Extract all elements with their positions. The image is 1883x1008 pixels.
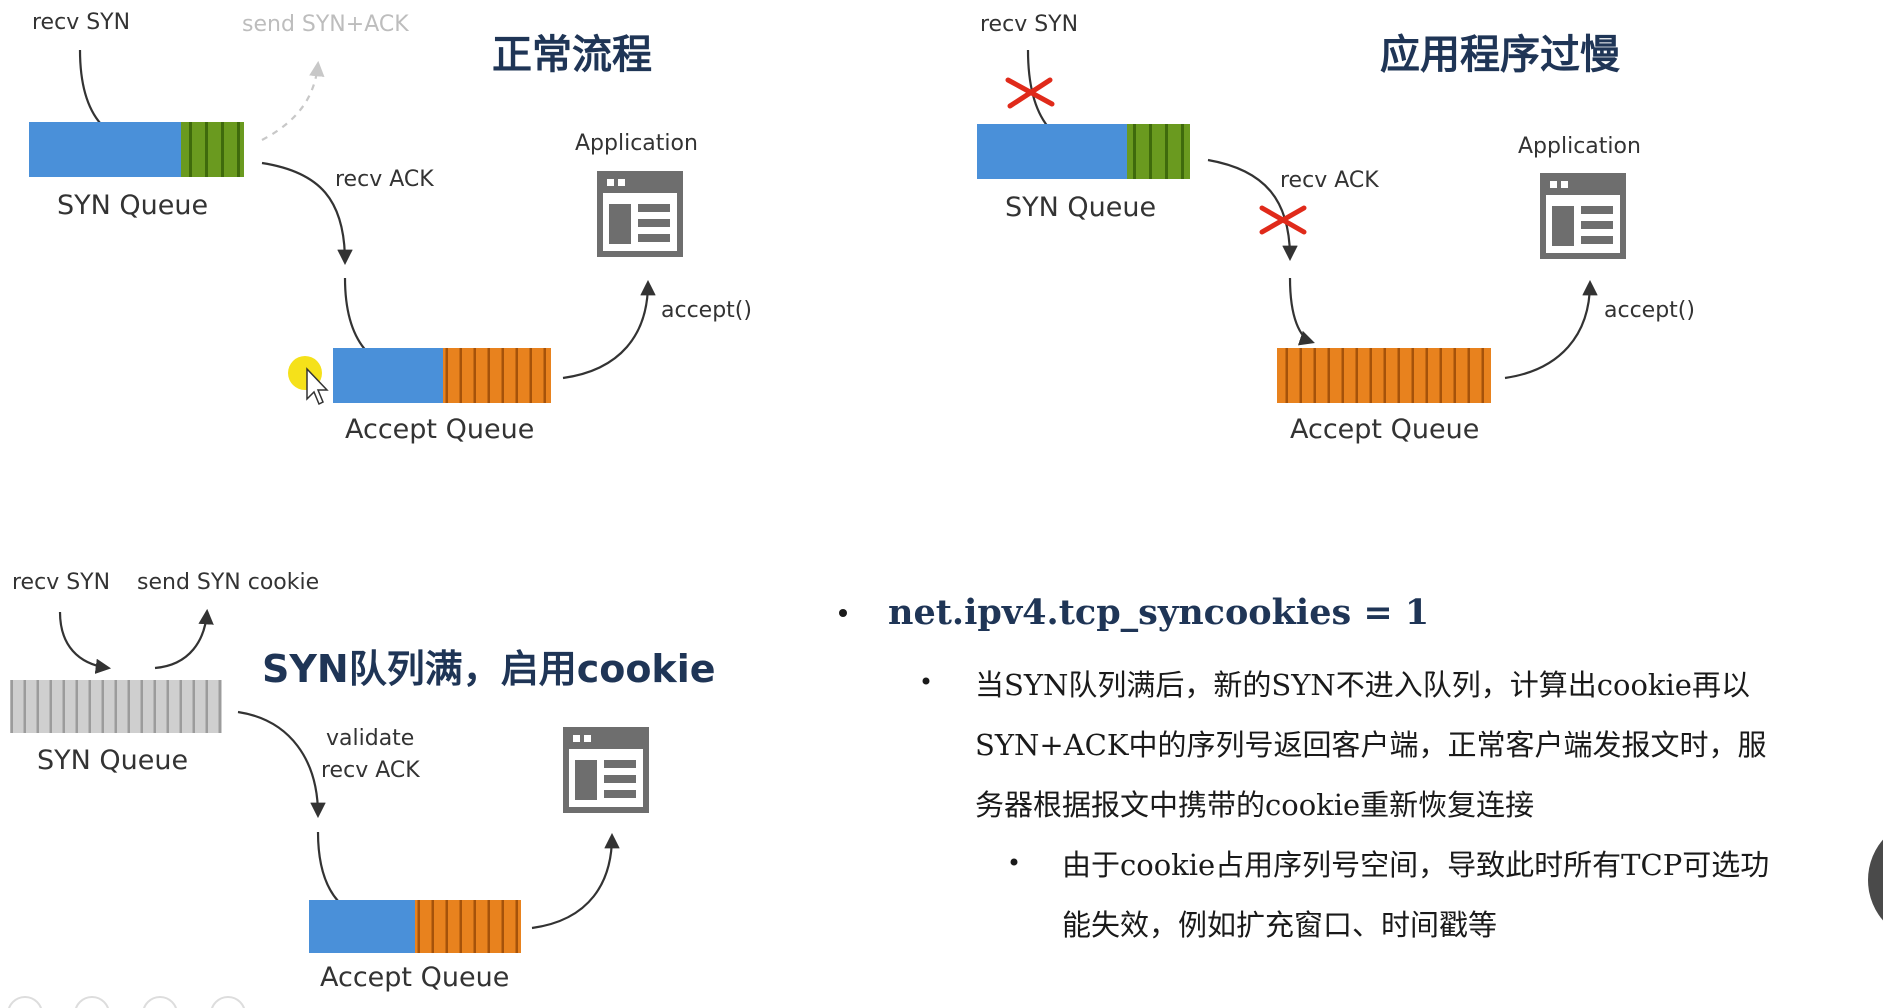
accept-queue-bar [333,348,551,403]
cross-mark-icon [1005,77,1055,109]
syn-queue-bar-full [10,680,222,733]
cross-mark-icon [1259,205,1307,235]
send-synack-label: send SYN+ACK [242,12,409,37]
syn-queue-bar [977,124,1190,179]
bullet-dot [839,609,847,617]
panel-title: SYN队列满，启用cookie [262,647,716,691]
accept-queue-bar [309,900,521,953]
mouse-cursor-icon [288,356,329,406]
slide-nav-dots[interactable] [8,996,245,1008]
application-label: Application [1518,134,1641,159]
recv-ack-label: recv ACK [321,758,420,783]
detail-line: 当SYN队列满后，新的SYN不进入队列，计算出cookie再以 [975,668,1750,702]
accept-queue-label: Accept Queue [1290,414,1480,445]
recv-syn-label: recv SYN [32,10,131,35]
syn-queue-bar [29,122,244,177]
panel-syn-cookie [10,608,649,953]
application-window-icon [563,727,649,813]
bullet-dot [1010,858,1018,866]
application-window-icon [1540,173,1626,259]
accept-queue-label: Accept Queue [320,962,510,993]
panel-title: 正常流程 [492,32,652,78]
validate-label: validate [326,726,415,751]
accept-queue-label: Accept Queue [345,414,535,445]
recv-ack-label: recv ACK [335,167,434,192]
application-label: Application [575,131,698,156]
panel-slow-application [977,49,1626,403]
bullet-dot [922,677,930,685]
sub-detail-line: 由于cookie占用序列号空间，导致此时所有TCP可选功 [1062,848,1770,882]
recv-syn-label: recv SYN [12,570,111,595]
syn-queue-label: SYN Queue [37,745,189,776]
syncookies-setting: net.ipv4.tcp_syncookies = 1 [888,592,1430,633]
detail-line: SYN+ACK中的序列号返回客户端，正常客户端发报文时，服 [975,728,1767,762]
recv-ack-label: recv ACK [1280,168,1379,193]
detail-line: 务器根据报文中携带的cookie重新恢复连接 [975,788,1535,822]
accept-queue-bar [1277,348,1491,403]
accept-call-label: accept() [1604,298,1695,323]
syn-queue-label: SYN Queue [57,190,209,221]
send-syn-cookie-label: send SYN cookie [137,570,320,595]
recv-syn-label: recv SYN [980,12,1079,37]
syn-queue-label: SYN Queue [1005,192,1157,223]
panel-title: 应用程序过慢 [1380,32,1620,78]
panel-normal-flow [29,49,683,406]
application-window-icon [597,171,683,257]
accept-call-label: accept() [661,298,752,323]
sub-detail-line: 能失效，例如扩充窗口、时间戳等 [1062,908,1498,942]
presenter-camera-overlay [1868,839,1883,921]
